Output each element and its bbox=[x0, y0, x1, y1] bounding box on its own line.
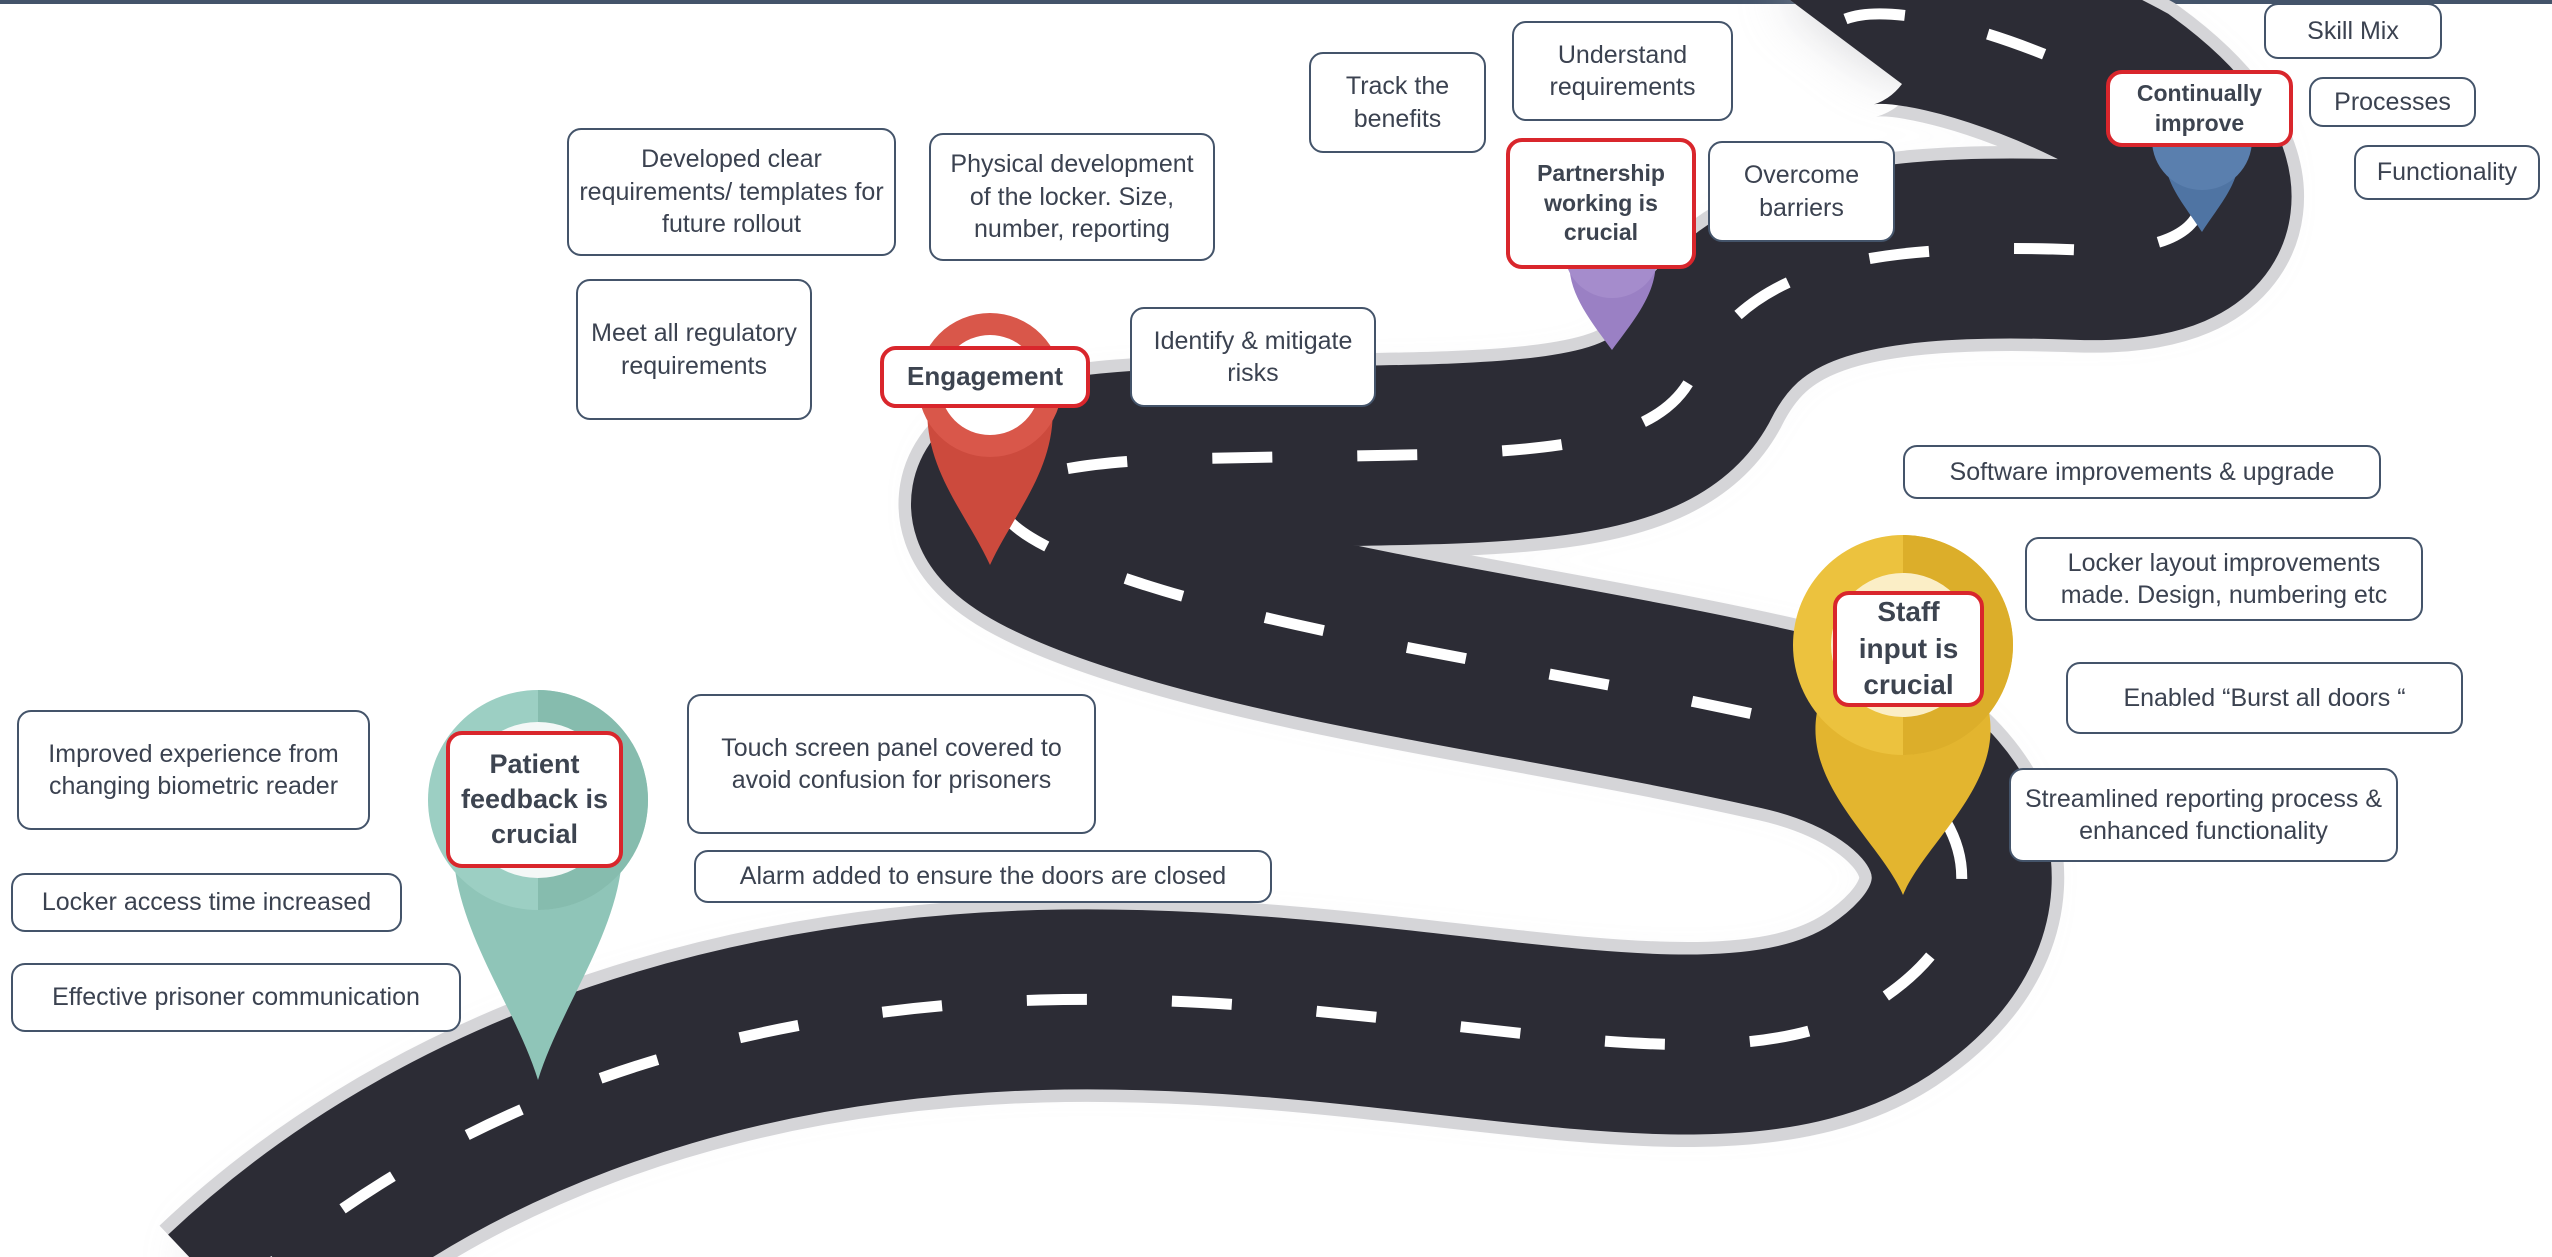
note-understand-requirements: Understand requirements bbox=[1512, 21, 1733, 121]
note-identify-risks: Identify & mitigate risks bbox=[1130, 307, 1376, 407]
milestone-patient-feedback: Patient feedback is crucial bbox=[446, 731, 623, 868]
milestone-engagement: Engagement bbox=[880, 346, 1090, 408]
note-meet-regulatory: Meet all regulatory requirements bbox=[576, 279, 812, 420]
note-locker-layout: Locker layout improvements made. Design,… bbox=[2025, 537, 2423, 621]
milestone-staff-input: Staff input is crucial bbox=[1833, 591, 1984, 707]
note-streamlined-reporting: Streamlined reporting process & enhanced… bbox=[2009, 768, 2398, 862]
milestone-continually-improve: Continually improve bbox=[2106, 70, 2293, 147]
note-developed-clear-requirements: Developed clear requirements/ templates … bbox=[567, 128, 896, 256]
note-touch-screen: Touch screen panel covered to avoid conf… bbox=[687, 694, 1096, 834]
note-software-improvements: Software improvements & upgrade bbox=[1903, 445, 2381, 499]
note-alarm: Alarm added to ensure the doors are clos… bbox=[694, 850, 1272, 903]
note-functionality: Functionality bbox=[2354, 145, 2540, 200]
note-physical-development: Physical development of the locker. Size… bbox=[929, 133, 1215, 261]
road-lane-markings bbox=[270, 8, 2207, 1257]
note-overcome-barriers: Overcome barriers bbox=[1708, 141, 1895, 242]
top-border-line bbox=[0, 0, 2552, 4]
note-track-benefits: Track the benefits bbox=[1309, 52, 1486, 153]
milestone-partnership: Partnership working is crucial bbox=[1506, 138, 1696, 269]
note-processes: Processes bbox=[2309, 77, 2476, 127]
note-effective-communication: Effective prisoner communication bbox=[11, 963, 461, 1032]
note-improved-experience: Improved experience from changing biomet… bbox=[17, 710, 370, 830]
note-burst-all-doors: Enabled “Burst all doors “ bbox=[2066, 662, 2463, 734]
note-skill-mix: Skill Mix bbox=[2264, 3, 2442, 59]
note-locker-access: Locker access time increased bbox=[11, 873, 402, 932]
